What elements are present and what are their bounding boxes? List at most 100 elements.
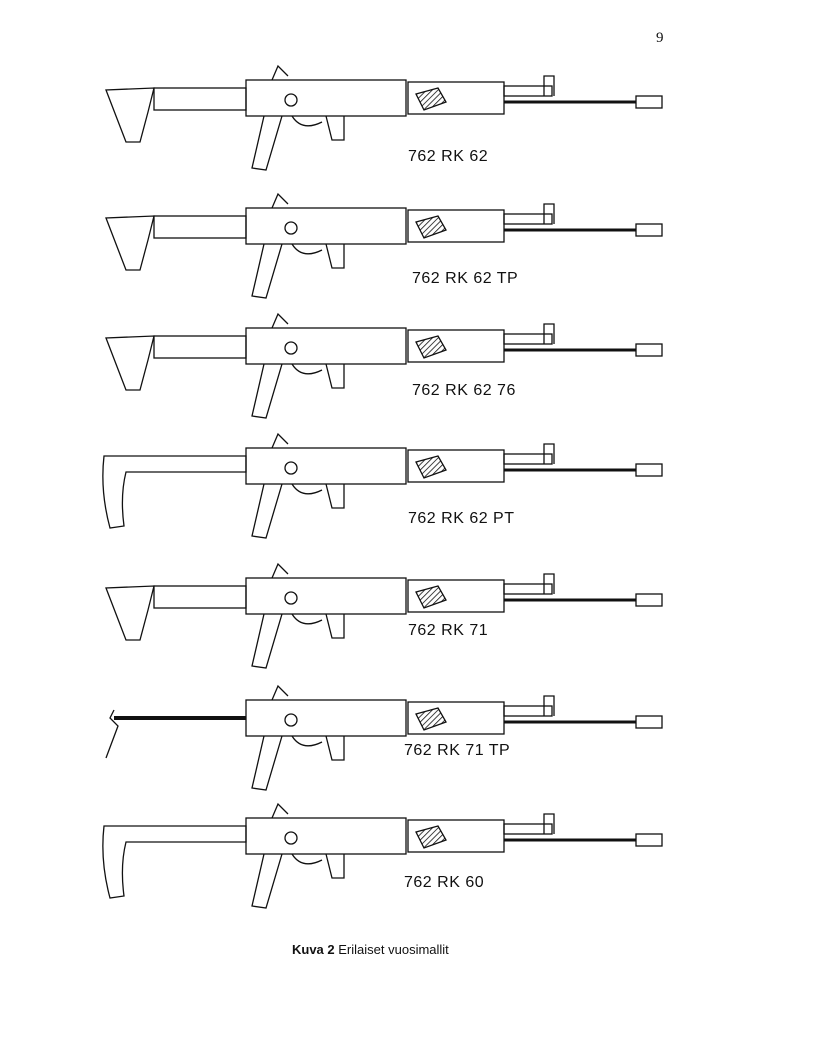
handguard-grip-pattern bbox=[415, 585, 447, 609]
stock-butt bbox=[105, 87, 155, 143]
cocking-handle bbox=[284, 221, 298, 235]
handguard-grip-pattern bbox=[415, 335, 447, 359]
gas-tube bbox=[503, 333, 553, 345]
front-sight bbox=[543, 573, 555, 594]
receiver bbox=[245, 327, 407, 365]
handguard bbox=[407, 579, 505, 613]
stock bbox=[102, 455, 247, 529]
stock-tube bbox=[153, 215, 247, 239]
rifle-illustration-rk6276 bbox=[96, 306, 668, 419]
model-label-rk62: 762 RK 62 bbox=[408, 148, 489, 165]
rifle-illustration-rk62pt bbox=[96, 426, 668, 539]
trigger-guard bbox=[291, 363, 323, 375]
pistol-grip bbox=[251, 115, 283, 171]
rear-sight bbox=[271, 684, 289, 701]
trigger-guard bbox=[291, 613, 323, 625]
stock-butt bbox=[105, 585, 155, 641]
magazine bbox=[325, 243, 345, 269]
model-label-rk71: 762 RK 71 bbox=[408, 622, 489, 639]
cocking-handle bbox=[284, 591, 298, 605]
stock-butt bbox=[105, 709, 119, 759]
pistol-grip bbox=[251, 613, 283, 669]
gas-tube bbox=[503, 823, 553, 835]
pistol-grip bbox=[251, 853, 283, 909]
magazine bbox=[325, 483, 345, 509]
magazine bbox=[325, 115, 345, 141]
magazine bbox=[325, 363, 345, 389]
rifle-illustration-rk60 bbox=[96, 796, 668, 909]
receiver bbox=[245, 207, 407, 245]
cocking-handle bbox=[284, 341, 298, 355]
rifle-illustration-rk71tp bbox=[96, 678, 668, 791]
gas-tube bbox=[503, 213, 553, 225]
handguard-grip-pattern bbox=[415, 707, 447, 731]
handguard bbox=[407, 819, 505, 853]
flash-hider bbox=[635, 715, 663, 729]
trigger-guard bbox=[291, 483, 323, 495]
handguard-grip-pattern bbox=[415, 455, 447, 479]
model-label-rk62pt: 762 RK 62 PT bbox=[408, 510, 515, 527]
trigger-guard bbox=[291, 115, 323, 127]
cocking-handle bbox=[284, 93, 298, 107]
flash-hider bbox=[635, 343, 663, 357]
figure-number: Kuva 2 bbox=[292, 942, 335, 957]
trigger-guard bbox=[291, 853, 323, 865]
rifle-illustration-rk62 bbox=[96, 58, 668, 171]
handguard bbox=[407, 701, 505, 735]
figure-caption-text: Erilaiset vuosimallit bbox=[338, 942, 449, 957]
flash-hider bbox=[635, 95, 663, 109]
page-number: 9 bbox=[656, 30, 664, 46]
rear-sight bbox=[271, 192, 289, 209]
gas-tube bbox=[503, 705, 553, 717]
handguard-grip-pattern bbox=[415, 825, 447, 849]
receiver bbox=[245, 699, 407, 737]
pistol-grip bbox=[251, 483, 283, 539]
rear-sight bbox=[271, 432, 289, 449]
handguard bbox=[407, 329, 505, 363]
cocking-handle bbox=[284, 713, 298, 727]
model-label-rk6276: 762 RK 62 76 bbox=[412, 382, 516, 399]
stock-butt bbox=[105, 215, 155, 271]
flash-hider bbox=[635, 593, 663, 607]
handguard bbox=[407, 81, 505, 115]
rifle-illustration-rk62tp bbox=[96, 186, 668, 299]
stock-tube bbox=[153, 87, 247, 111]
front-sight bbox=[543, 75, 555, 96]
cocking-handle bbox=[284, 461, 298, 475]
front-sight bbox=[543, 443, 555, 464]
gas-tube bbox=[503, 85, 553, 97]
receiver bbox=[245, 447, 407, 485]
front-sight bbox=[543, 203, 555, 224]
rear-sight bbox=[271, 64, 289, 81]
model-label-rk62tp: 762 RK 62 TP bbox=[412, 270, 519, 287]
handguard-grip-pattern bbox=[415, 215, 447, 239]
magazine bbox=[325, 613, 345, 639]
handguard bbox=[407, 209, 505, 243]
magazine bbox=[325, 853, 345, 879]
front-sight bbox=[543, 695, 555, 716]
stock-butt bbox=[105, 335, 155, 391]
front-sight bbox=[543, 813, 555, 834]
gas-tube bbox=[503, 453, 553, 465]
cocking-handle bbox=[284, 831, 298, 845]
model-label-rk71tp: 762 RK 71 TP bbox=[404, 742, 511, 759]
front-sight bbox=[543, 323, 555, 344]
receiver bbox=[245, 817, 407, 855]
flash-hider bbox=[635, 223, 663, 237]
gas-tube bbox=[503, 583, 553, 595]
flash-hider bbox=[635, 833, 663, 847]
rear-sight bbox=[271, 312, 289, 329]
model-label-rk60: 762 RK 60 bbox=[404, 874, 485, 891]
pistol-grip bbox=[251, 735, 283, 791]
rear-sight bbox=[271, 802, 289, 819]
handguard-grip-pattern bbox=[415, 87, 447, 111]
pistol-grip bbox=[251, 243, 283, 299]
handguard bbox=[407, 449, 505, 483]
trigger-guard bbox=[291, 735, 323, 747]
figure-caption: Kuva 2 Erilaiset vuosimallit bbox=[292, 942, 449, 957]
pistol-grip bbox=[251, 363, 283, 419]
flash-hider bbox=[635, 463, 663, 477]
stock bbox=[102, 825, 247, 899]
stock-tube bbox=[153, 335, 247, 359]
stock-tube bbox=[153, 585, 247, 609]
